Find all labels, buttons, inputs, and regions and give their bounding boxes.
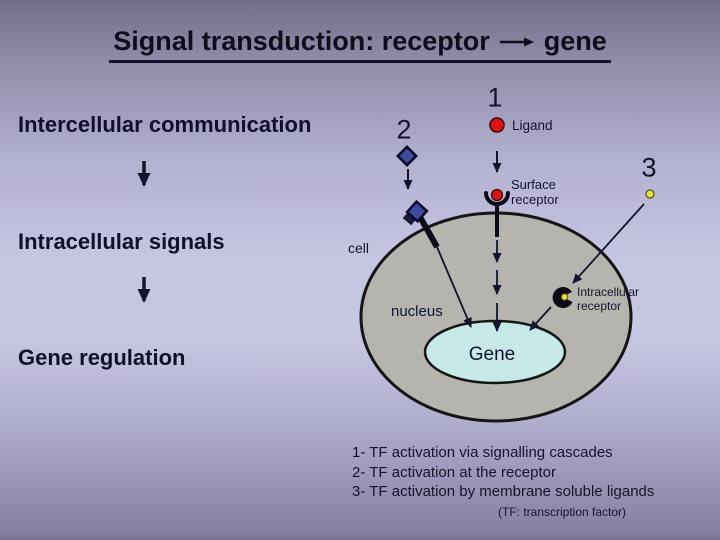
- gene-label: Gene: [468, 344, 516, 365]
- surface-receptor-cup-icon: [484, 191, 510, 206]
- signal-molecule-icon: [396, 145, 418, 167]
- nucleus-label: nucleus: [391, 303, 443, 320]
- legend: 1- TF activation via signalling cascades…: [352, 443, 654, 522]
- legend-line-1: 1- TF activation via signalling cascades: [352, 444, 613, 461]
- intracellular-bound-ligand-icon: [560, 293, 569, 301]
- flow-step-intercellular-communication: Intercellular communication: [18, 112, 312, 137]
- receptor-bound-ligand-icon: [490, 188, 504, 202]
- title-right-arrow-icon: [499, 37, 534, 46]
- legend-line-2: 2- TF activation at the receptor: [352, 463, 556, 481]
- legend-line-3: 3- TF activation by membrane soluble lig…: [352, 483, 655, 500]
- ligand-icon: [489, 117, 505, 133]
- intracellular-to-nucleus-arrow-icon: [529, 306, 552, 331]
- pathway-number-1: 1: [487, 82, 503, 113]
- surface-receptor-label: Surface receptor: [511, 177, 559, 207]
- cell-label: cell: [348, 240, 370, 256]
- page-title: Signal transduction: receptor gene: [109, 26, 611, 63]
- flow-step-intracellular-signals: Intracellular signals: [18, 229, 225, 254]
- nucleus-shape: [423, 319, 567, 385]
- intracellular-receptor-label-line2: receptor: [577, 299, 622, 313]
- membrane-receptor-rod: [417, 215, 440, 249]
- flow-step-gene-regulation: Gene regulation: [18, 345, 186, 370]
- title-text-before: Signal transduction: receptor: [113, 26, 490, 56]
- surface-receptor-label-line1: Surface: [511, 177, 556, 192]
- slide-title-row: Signal transduction: receptor gene: [0, 26, 720, 63]
- title-text-after: gene: [543, 26, 607, 56]
- pathway-number-2: 2: [396, 114, 412, 145]
- soluble-ligand-icon: [645, 189, 655, 199]
- soluble-ligand-arrow-icon: [572, 203, 645, 284]
- surface-receptor-label-line2: receptor: [511, 192, 559, 207]
- intracellular-receptor-label-line1: Intracellular: [577, 285, 640, 299]
- intracellular-receptor-label: Intracellular receptor: [577, 285, 639, 313]
- pathway-number-3: 3: [641, 152, 657, 183]
- ligand-label: Ligand: [512, 118, 553, 133]
- membrane-receptor-head-icon: [405, 199, 429, 224]
- legend-note: (TF: transcription factor): [498, 504, 627, 519]
- rod-to-nucleus-arrow-icon: [436, 246, 472, 328]
